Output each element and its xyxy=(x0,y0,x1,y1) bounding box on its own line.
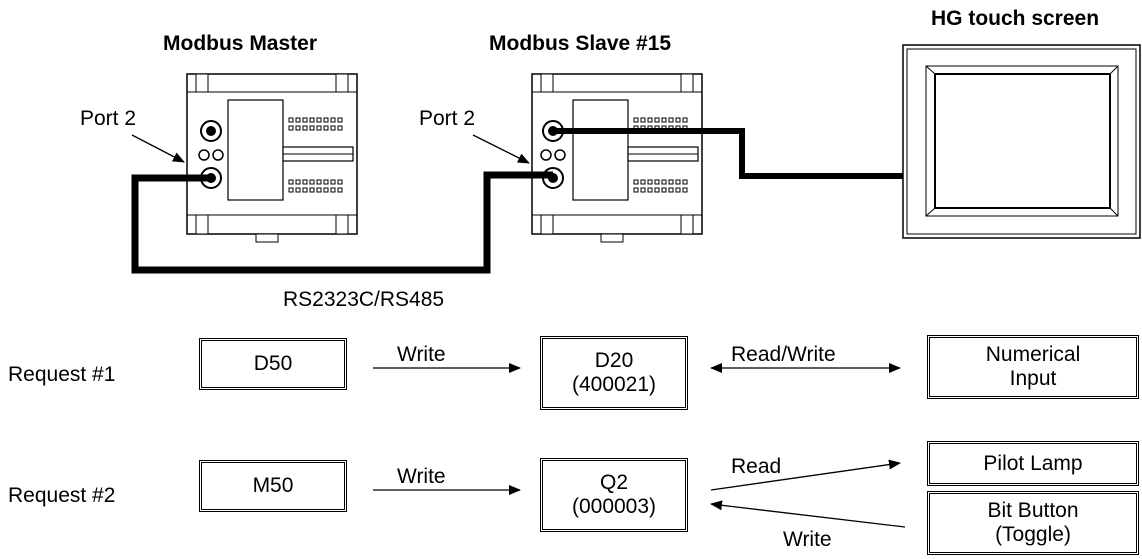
slave-plc-icon xyxy=(531,73,703,243)
req2-read-arrow xyxy=(710,459,901,491)
req2-read-label: Read xyxy=(731,455,782,478)
req1-slave-device: D20 (400021) xyxy=(540,336,688,410)
master-plc-icon xyxy=(186,73,358,243)
req2-hg-pilot-lamp-text: Pilot Lamp xyxy=(983,451,1083,475)
req2-hg-pilot-lamp: Pilot Lamp xyxy=(927,441,1139,486)
req2-slave-device-text: Q2 (000003) xyxy=(571,471,657,518)
slave-title: Modbus Slave #15 xyxy=(489,32,672,55)
req1-hg-object-text: Numerical Input xyxy=(985,343,1081,390)
slave-port-label: Port 2 xyxy=(419,107,476,130)
req1-master-device: D50 xyxy=(199,338,347,390)
rs485-cable xyxy=(131,171,553,274)
request2-label: Request #2 xyxy=(8,484,116,507)
master-title: Modbus Master xyxy=(163,32,318,55)
req2-master-device-text: M50 xyxy=(252,474,294,497)
master-port-pointer xyxy=(131,134,185,163)
master-port-label: Port 2 xyxy=(80,107,137,130)
hg-touch-screen-icon xyxy=(902,44,1141,239)
req2-write-label: Write xyxy=(397,465,446,488)
request1-label: Request #1 xyxy=(8,363,116,386)
req2-write-back-arrow xyxy=(710,500,906,528)
hg-cable xyxy=(553,128,903,179)
req1-hg-object: Numerical Input xyxy=(927,335,1139,399)
req2-master-device: M50 xyxy=(199,460,347,512)
req1-write-label: Write xyxy=(397,343,446,366)
req2-write-back-label: Write xyxy=(783,528,832,551)
hg-title: HG touch screen xyxy=(931,7,1100,30)
cable-label: RS2323C/RS485 xyxy=(283,288,445,311)
req1-master-device-text: D50 xyxy=(253,352,293,375)
req2-hg-bit-button: Bit Button (Toggle) xyxy=(927,491,1139,555)
req1-slave-device-text: D20 (400021) xyxy=(571,349,657,396)
slave-port-pointer xyxy=(472,134,530,164)
req1-readwrite-label: Read/Write xyxy=(731,343,836,366)
req2-hg-bit-button-text: Bit Button (Toggle) xyxy=(987,499,1079,546)
req2-slave-device: Q2 (000003) xyxy=(540,458,688,532)
